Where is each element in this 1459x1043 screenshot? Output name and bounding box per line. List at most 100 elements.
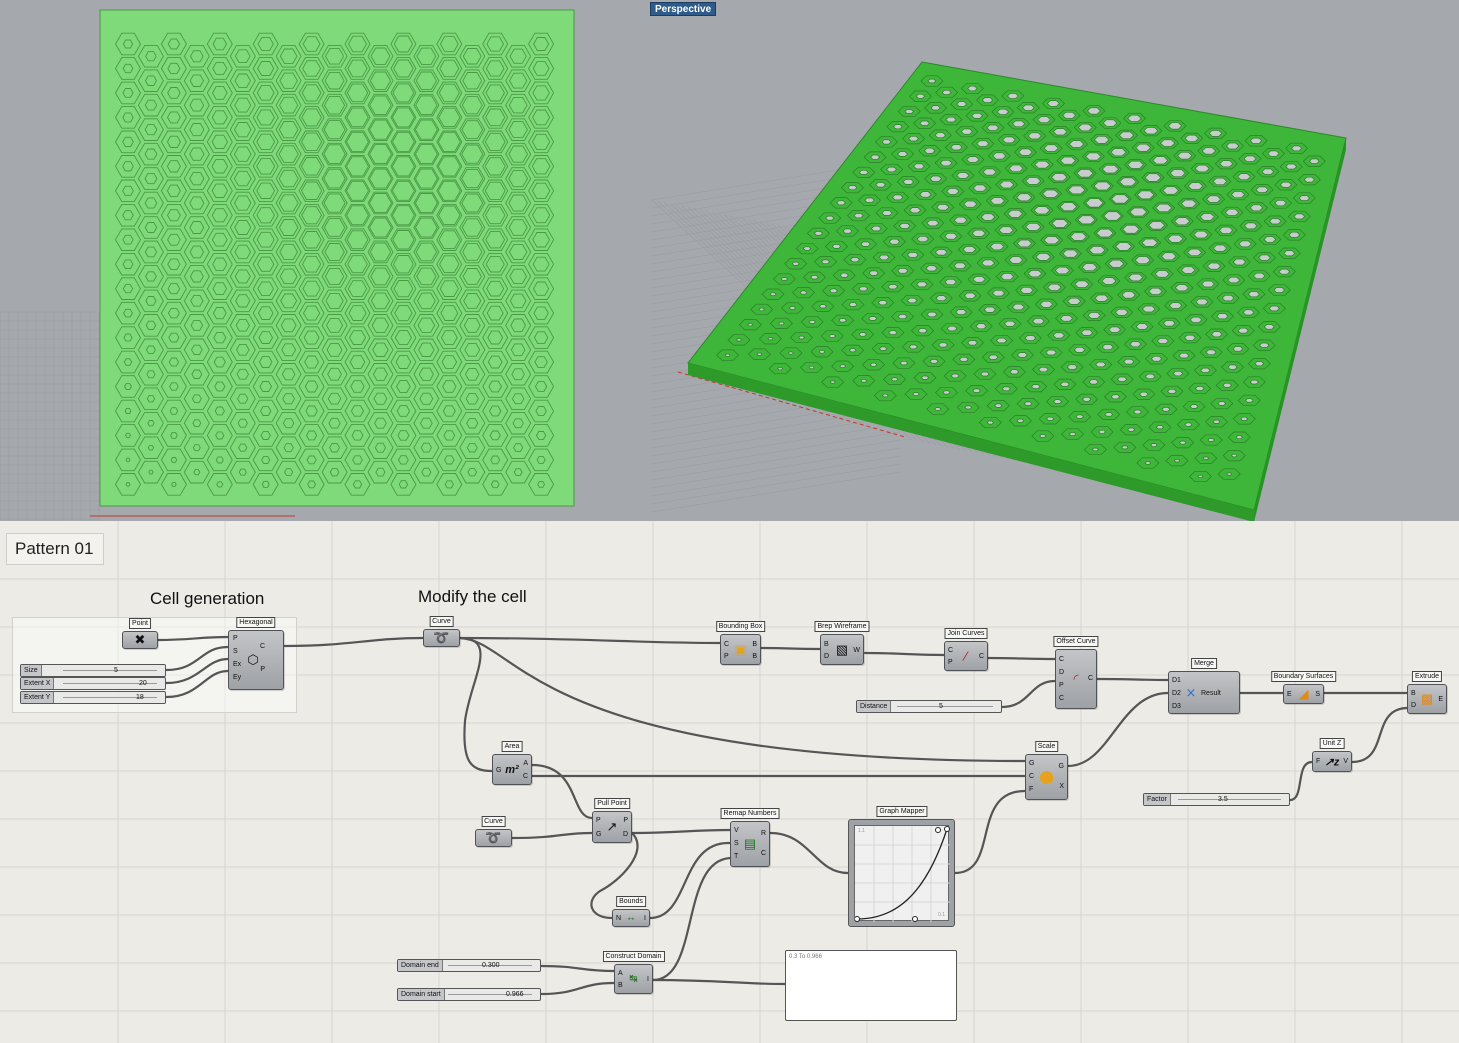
group-label-modify-cell: Modify the cell [418, 587, 527, 606]
pull-point-caption: Pull Point [594, 798, 630, 809]
offset-curve-input-p[interactable]: P [1059, 682, 1064, 689]
slider-distance-track[interactable] [897, 706, 993, 707]
bounding-box-input-c[interactable]: C [724, 641, 730, 648]
slider-extent-y[interactable]: Extent Y 18 [20, 691, 166, 704]
scale-input-f[interactable]: F [1029, 786, 1034, 793]
extrude-output-e[interactable]: E [1438, 696, 1443, 703]
construct-domain-input-b[interactable]: B [618, 982, 623, 989]
viewport-label-perspective[interactable]: Perspective [650, 2, 717, 16]
unit-z-output-v[interactable]: V [1343, 758, 1348, 765]
brep-wireframe-component[interactable]: Brep Wireframe B D W ▧ [814, 621, 870, 665]
hexagonal-component[interactable]: Hexagonal P S Ex Ey C P ⬡ [228, 617, 284, 690]
pull-point-input-g[interactable]: G [596, 831, 602, 838]
scale-output-x[interactable]: X [1059, 783, 1064, 790]
join-curves-output-c[interactable]: C [978, 653, 984, 660]
boundary-surfaces-input-e[interactable]: E [1287, 691, 1292, 698]
boundary-surfaces-output-s[interactable]: S [1315, 691, 1320, 698]
curve-param-1[interactable]: Curve ➰ [423, 616, 460, 647]
boundary-surfaces-component[interactable]: Boundary Surfaces E S ◢ [1270, 671, 1337, 704]
slider-extent-y-track[interactable] [63, 697, 157, 698]
cube-icon: ▧ [835, 641, 849, 657]
pull-point-output-d[interactable]: D [622, 831, 628, 838]
hexagonal-input-s[interactable]: S [233, 648, 238, 655]
construct-domain-component[interactable]: Construct Domain A B I ↹ [602, 951, 665, 994]
data-panel-text: 0.3 To 0.966 [789, 954, 822, 960]
area-input-g[interactable]: G [496, 767, 502, 774]
slider-extent-x-track[interactable] [63, 683, 157, 684]
extrude-input-b[interactable]: B [1411, 690, 1416, 697]
bounds-component[interactable]: Bounds N I ↔ [612, 896, 650, 927]
offset-curve-input-c[interactable]: C [1059, 656, 1065, 663]
brep-wireframe-input-b[interactable]: B [824, 641, 829, 648]
pull-point-component[interactable]: Pull Point P G P D ↗ [592, 798, 632, 843]
construct-domain-input-a[interactable]: A [618, 970, 623, 977]
data-panel[interactable]: 0.3 To 0.966 [785, 950, 957, 1021]
bounds-input-n[interactable]: N [616, 915, 622, 922]
bounding-box-component[interactable]: Bounding Box C P B B ▣ [715, 621, 766, 665]
graph-mapper-plot[interactable]: 1.1 0.1 [854, 825, 950, 922]
extrude-input-d[interactable]: D [1411, 702, 1417, 709]
bounding-box-output-b2[interactable]: B [752, 653, 757, 660]
slider-domain-end[interactable]: Domain end 0.300 [397, 959, 541, 972]
merge-component[interactable]: Merge D1 D2 D3 Result ⨯ [1168, 658, 1240, 714]
slider-factor[interactable]: Factor 3.5 [1143, 793, 1290, 806]
scale-input-c[interactable]: C [1029, 773, 1035, 780]
brep-wireframe-output-w[interactable]: W [853, 647, 860, 654]
offset-curve-input-d[interactable]: D [1059, 669, 1065, 676]
brep-wireframe-input-d[interactable]: D [824, 653, 830, 660]
pull-icon: ↗ [606, 819, 618, 834]
merge-output-result[interactable]: Result [1201, 690, 1221, 697]
slider-domain-start[interactable]: Domain start 0.966 [397, 988, 541, 1001]
bounding-box-output-b1[interactable]: B [752, 641, 757, 648]
remap-numbers-input-t[interactable]: T [734, 853, 739, 860]
area-component[interactable]: Area G A C m² [492, 741, 532, 785]
join-curves-input-p[interactable]: P [948, 659, 953, 666]
graph-mapper-caption: Graph Mapper [876, 806, 928, 817]
scale-component[interactable]: Scale G C F G X ⬤ [1025, 741, 1068, 800]
merge-input-d2[interactable]: D2 [1172, 690, 1181, 697]
scale-input-g[interactable]: G [1029, 760, 1035, 767]
join-curves-input-c[interactable]: C [948, 647, 954, 654]
slider-size[interactable]: Size 5 [20, 664, 166, 677]
merge-input-d3[interactable]: D3 [1172, 703, 1181, 710]
merge-input-d1[interactable]: D1 [1172, 677, 1181, 684]
curve-param-2[interactable]: Curve ➰ [475, 816, 512, 847]
remap-numbers-input-s[interactable]: S [734, 840, 739, 847]
bounds-output-i[interactable]: I [644, 915, 646, 922]
pull-point-output-p[interactable]: P [623, 817, 628, 824]
pull-point-input-p[interactable]: P [596, 817, 601, 824]
bounding-box-input-p[interactable]: P [724, 653, 729, 660]
join-curves-component[interactable]: Join Curves C P C ∕ [944, 628, 988, 671]
remap-numbers-component[interactable]: Remap Numbers V S T R C ▤ [720, 808, 780, 867]
graph-mapper-component[interactable]: Graph Mapper 1.1 0.1 [848, 806, 955, 927]
area-output-c[interactable]: C [522, 773, 528, 780]
slider-distance[interactable]: Distance 5 [856, 700, 1002, 713]
remap-numbers-output-c[interactable]: C [760, 850, 766, 857]
rhino-viewport[interactable]: Perspective [0, 0, 1459, 521]
offset-curve-input-c2[interactable]: C [1059, 695, 1065, 702]
box-icon: ▣ [734, 641, 747, 657]
hexagonal-output-c[interactable]: C [259, 643, 265, 650]
hexagonal-output-p[interactable]: P [260, 666, 265, 673]
hexagonal-input-ey[interactable]: Ey [233, 674, 242, 681]
hexagonal-input-p[interactable]: P [233, 635, 238, 642]
slider-extent-x[interactable]: Extent X 20 [20, 677, 166, 690]
remap-numbers-input-v[interactable]: V [734, 827, 739, 834]
extrude-component[interactable]: Extrude B D E ▩ [1407, 671, 1447, 714]
slider-size-track[interactable] [63, 670, 157, 671]
remap-numbers-output-r[interactable]: R [760, 830, 766, 837]
slider-domain-start-track[interactable] [448, 994, 532, 995]
area-output-a[interactable]: A [523, 760, 528, 767]
unit-z-component[interactable]: Unit Z F V ↗z [1312, 738, 1352, 772]
unit-z-input-f[interactable]: F [1316, 758, 1321, 765]
slider-domain-end-track[interactable] [448, 965, 532, 966]
point-component[interactable]: Point ✖ [122, 618, 158, 649]
offset-curve-output-c[interactable]: C [1087, 675, 1093, 682]
grasshopper-canvas[interactable]: Pattern 01 Cell generation Modify the ce… [0, 521, 1459, 1043]
construct-domain-output-i[interactable]: I [647, 976, 649, 983]
hexagonal-input-ex[interactable]: Ex [233, 661, 242, 668]
slider-factor-label: Factor [1144, 794, 1171, 805]
scale-output-g[interactable]: G [1058, 763, 1064, 770]
slider-factor-track[interactable] [1178, 799, 1281, 800]
offset-curve-component[interactable]: Offset Curve C D P C C ◜ [1053, 636, 1099, 709]
